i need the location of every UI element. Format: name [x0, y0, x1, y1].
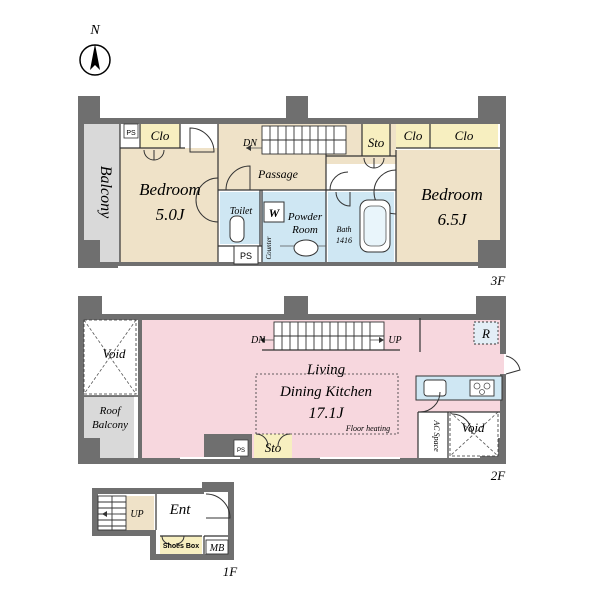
void-left [83, 319, 137, 395]
wall [286, 96, 308, 120]
floor-label-3f: 3F [490, 273, 507, 288]
ldk-label-1: Living [306, 362, 346, 378]
door-arc [195, 177, 219, 223]
north-arrow-icon [90, 44, 100, 70]
storage-door-arcs [363, 157, 385, 169]
shoes-box-area [160, 536, 202, 554]
floor-heating-zone [255, 373, 399, 435]
void-right-label: Void [461, 420, 485, 435]
counter-label: Counter [265, 236, 273, 259]
door-arc [189, 127, 215, 153]
refrigerator-icon [473, 321, 499, 345]
storage-3f [362, 124, 390, 156]
floor-label-2f: 2F [491, 468, 507, 483]
closet-label: Clo [404, 128, 423, 143]
wall-bottom [116, 262, 266, 266]
stairs-dn-label: DN [250, 335, 266, 346]
passage-label: Passage [257, 167, 299, 181]
closet-right-1 [396, 124, 430, 148]
compass: N [79, 23, 111, 76]
sink-icon [293, 239, 319, 257]
void-right [449, 411, 499, 457]
wall-top [78, 314, 506, 320]
wall-top [78, 118, 506, 124]
floor-3f: Balcony Bedroom 5.0J Bedroom 6.5J Passag… [78, 96, 506, 288]
ps-label: PS [240, 251, 252, 261]
storage-label-2f: Sto [265, 440, 282, 455]
wall [478, 240, 506, 268]
wall [78, 240, 100, 268]
roof-balcony-label-1: Roof [99, 405, 123, 417]
wall [78, 96, 100, 124]
powder-room-label-1: Powder [287, 211, 323, 223]
wall-bottom [266, 262, 402, 266]
mb-label: MB [209, 543, 224, 554]
wall-right [500, 118, 506, 268]
stairs-2f [260, 321, 400, 351]
closet-right-2 [430, 124, 498, 148]
shoes-box-label: Shoes Box [163, 543, 199, 550]
compass-label: N [89, 23, 100, 38]
entrance-label: Ent [169, 502, 192, 518]
void-left-label: Void [102, 346, 126, 361]
entrance-door-arc [205, 493, 231, 519]
ps-label: PS [237, 448, 245, 454]
bath-label-1: Bath [336, 225, 351, 234]
ac-space-label: AC Space [432, 419, 441, 452]
bedroom-left-size: 5.0J [156, 205, 186, 224]
closet-label: Clo [151, 128, 170, 143]
wall-bottom [396, 262, 506, 266]
bedroom-right-size: 6.5J [438, 210, 468, 229]
floor-label-1f: 1F [223, 564, 239, 579]
closet-label: Clo [455, 128, 474, 143]
stairs-up-label: UP [130, 509, 143, 520]
wall-right [500, 314, 506, 354]
ps-label: PS [126, 130, 136, 137]
door-arc [329, 171, 349, 191]
ps-box [233, 245, 259, 265]
ldk-size: 17.1J [308, 405, 344, 422]
bath-label-2: 1416 [336, 236, 352, 245]
closet-left [140, 124, 180, 148]
bedroom-left-area [120, 148, 218, 264]
mailbox-icon [205, 539, 229, 555]
wall-left [78, 314, 84, 462]
balcony-label: Balcony [97, 166, 114, 219]
wall-left [78, 118, 84, 268]
washer-box-icon [263, 201, 285, 223]
stairs-dn-label: DN [242, 138, 258, 149]
stairs-1f [97, 495, 127, 531]
floor-1f: UP Ent Shoes Box MB 1F [92, 482, 238, 579]
refrigerator-label: R [481, 326, 490, 341]
toilet-icon [229, 215, 245, 243]
door-arc [505, 355, 521, 375]
sink-icon [423, 379, 447, 397]
bedroom-right-label: Bedroom [421, 185, 483, 204]
wall-right [500, 374, 506, 462]
roof-balcony-label-2: Balcony [92, 419, 128, 431]
ldk-label-2: Dining Kitchen [279, 384, 372, 400]
storage-door-arcs [255, 433, 291, 447]
kitchen-counter [415, 375, 503, 401]
storage-2f [254, 434, 292, 458]
stair-landing-1f [126, 496, 154, 532]
door-arc [335, 191, 351, 207]
stove-icon [469, 379, 495, 397]
door-arc [225, 165, 251, 191]
wall-bottom [78, 458, 506, 464]
floor-heating-label: Floor heating [345, 424, 390, 433]
floor-2f: Void Void Roof Balcony Living Dining Kit… [78, 296, 521, 483]
stairs-up-label: UP [388, 335, 401, 346]
storage-label-3f: Sto [368, 135, 385, 150]
closet-door-arcs [143, 149, 165, 161]
ps-box [123, 123, 139, 139]
toilet-label: Toilet [230, 206, 253, 217]
bedroom-left-label: Bedroom [139, 180, 201, 199]
washer-label: W [269, 206, 281, 220]
powder-room-label-2: Room [291, 224, 318, 236]
stairs-3f [246, 125, 347, 155]
